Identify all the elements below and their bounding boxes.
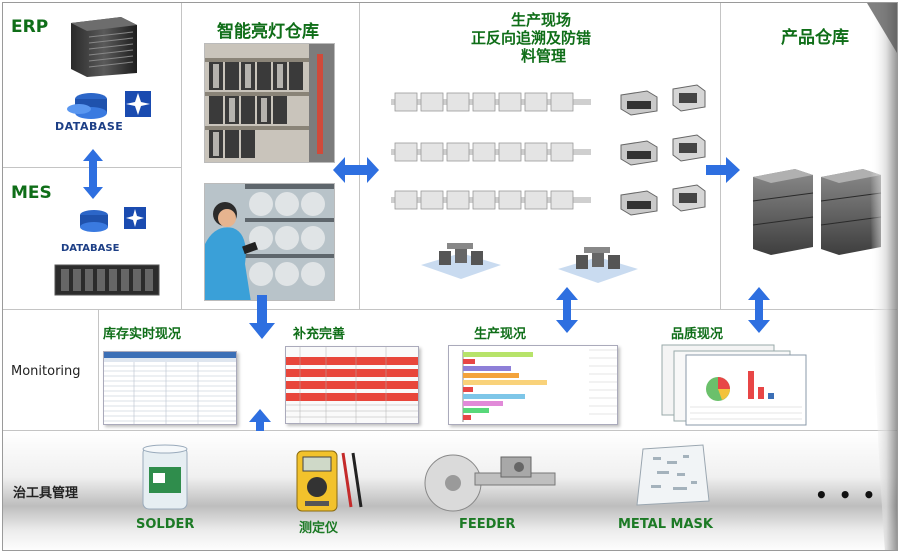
smt-line-1	[391, 91, 591, 115]
smart-warehouse-title: 智能亮灯仓库	[217, 22, 319, 42]
machine-pair-1	[617, 81, 707, 117]
monitoring-row-label: Monitoring	[11, 364, 81, 379]
divider-right	[720, 3, 721, 309]
warehouse-worker-photo	[204, 183, 335, 301]
production-site-title-line2: 正反向追溯及防错	[471, 29, 592, 47]
database-icon-mes	[58, 205, 168, 247]
workstation-2	[558, 241, 638, 285]
database-label-erp: DATABASE	[55, 120, 124, 133]
rack-server-icon	[51, 261, 163, 299]
solder-label: SOLDER	[136, 517, 195, 532]
arrow-warehouse-down	[249, 295, 275, 339]
arrow-production-monitoring	[556, 287, 578, 333]
product-warehouse-title: 产品仓库	[781, 28, 849, 48]
arrow-warehouse-production	[333, 157, 379, 183]
arrow-production-product	[706, 157, 740, 183]
page-curl-decoration	[827, 3, 897, 550]
smt-line-3	[391, 189, 591, 213]
meter-label: 测定仪	[299, 521, 339, 536]
production-status-chart-thumbnail	[448, 345, 618, 425]
quality-status-title: 品质现况	[671, 327, 724, 342]
database-icon-erp	[53, 87, 173, 137]
arrow-product-quality	[748, 287, 770, 333]
production-site-title-line3: 料管理	[521, 47, 567, 65]
tools-row-label: 治工具管理	[13, 486, 79, 501]
warehouse-shelves-photo	[204, 43, 335, 163]
machine-pair-2	[617, 131, 707, 167]
database-label-mes: DATABASE	[61, 243, 120, 254]
machine-pair-3	[617, 181, 707, 217]
divider-left	[181, 3, 182, 309]
erp-label: ERP	[11, 17, 49, 37]
replenishment-screen-thumbnail	[285, 346, 419, 424]
feeder-icon	[421, 451, 557, 513]
divider-row-labels	[98, 309, 99, 550]
production-status-title: 生产现况	[474, 327, 527, 342]
inventory-realtime-title: 库存实时现况	[103, 327, 182, 342]
product-pallets-icon	[751, 163, 887, 255]
divider-mid	[359, 3, 360, 309]
metal-mask-label: METAL MASK	[618, 517, 713, 532]
production-site-title-line1: 生产现场	[511, 11, 572, 29]
workstation-1	[421, 237, 501, 281]
more-tools-ellipsis: • • •	[815, 483, 878, 507]
arrow-erp-mes	[83, 149, 103, 199]
smt-line-2	[391, 141, 591, 165]
mes-label: MES	[11, 183, 52, 203]
metal-mask-icon	[633, 443, 713, 509]
erp-server-icon	[65, 15, 141, 77]
replenishment-title: 补充完善	[293, 327, 346, 342]
quality-screens-thumbnail	[660, 343, 810, 427]
solder-jar-icon	[141, 443, 189, 511]
meter-icon	[295, 449, 369, 513]
divider-top-monitoring	[3, 309, 897, 310]
divider-monitoring-tools	[3, 430, 897, 431]
inventory-screen-thumbnail	[103, 351, 237, 425]
feeder-label: FEEDER	[459, 517, 516, 532]
